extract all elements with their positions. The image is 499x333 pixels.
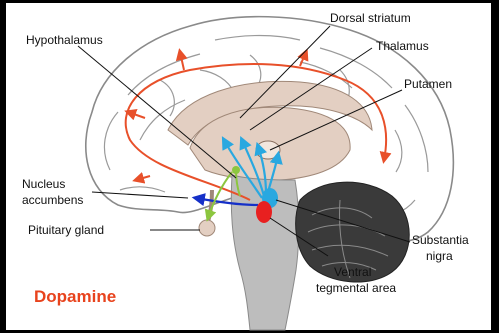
diagram-title: Dopamine <box>34 287 116 306</box>
pituitary-gland <box>199 220 215 236</box>
label-vta-line2: tegmental area <box>316 281 396 295</box>
label-thalamus: Thalamus <box>376 39 429 53</box>
label-nucleus-accumbens-line2: accumbens <box>22 193 83 207</box>
label-substantia-nigra-line1: Substantia <box>412 233 469 247</box>
label-dorsal-striatum: Dorsal striatum <box>330 11 411 25</box>
label-substantia-nigra-line2: nigra <box>426 249 453 263</box>
label-pituitary-gland: Pituitary gland <box>28 223 104 237</box>
hypothalamic-nucleus <box>232 166 240 174</box>
label-putamen: Putamen <box>404 77 452 91</box>
label-vta-line1: Ventral <box>334 265 371 279</box>
vta-nucleus <box>256 201 272 223</box>
label-nucleus-accumbens-line1: Nucleus <box>22 177 65 191</box>
label-hypothalamus: Hypothalamus <box>26 33 103 47</box>
